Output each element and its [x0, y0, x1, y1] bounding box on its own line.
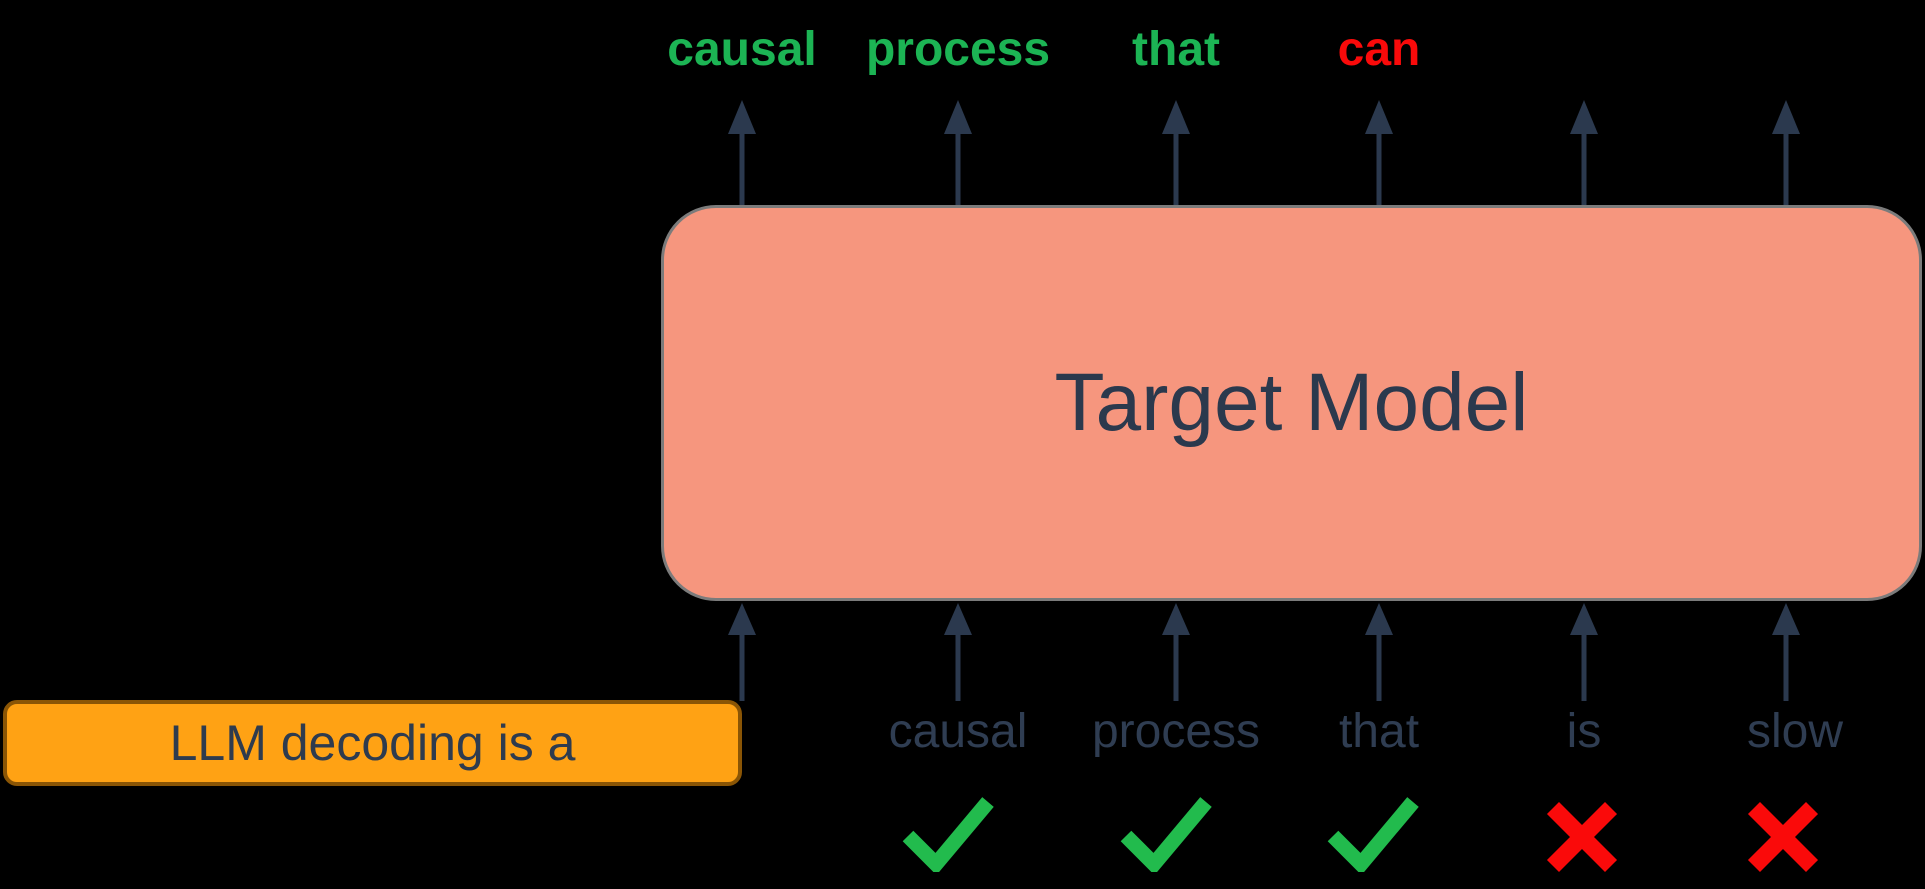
cross-icon	[1745, 798, 1821, 876]
check-icon	[1323, 794, 1423, 872]
up-arrow-icon	[1570, 100, 1598, 206]
up-arrow-icon	[1365, 100, 1393, 206]
up-arrow-icon	[1772, 603, 1800, 701]
cross-icon	[1544, 798, 1620, 876]
check-icon	[898, 794, 998, 872]
draft-token-process: process	[1091, 705, 1261, 758]
output-token-can: can	[1337, 23, 1421, 76]
draft-token-slow: slow	[1746, 705, 1844, 758]
output-token-that: that	[1132, 23, 1220, 76]
up-arrow-icon	[1570, 603, 1598, 701]
target-model-label: Target Model	[1054, 357, 1529, 448]
up-arrow-icon	[1162, 100, 1190, 206]
target-model-box: Target Model	[661, 205, 1922, 601]
draft-token-is: is	[1566, 705, 1602, 758]
up-arrow-icon	[728, 100, 756, 206]
up-arrow-icon	[944, 603, 972, 701]
output-token-process: process	[865, 23, 1051, 76]
check-icon	[1116, 794, 1216, 872]
up-arrow-icon	[944, 100, 972, 206]
draft-token-that: that	[1338, 705, 1420, 758]
prompt-box: LLM decoding is a	[3, 700, 742, 786]
prompt-text: LLM decoding is a	[169, 715, 576, 771]
output-token-causal: causal	[667, 23, 817, 76]
up-arrow-icon	[1162, 603, 1190, 701]
up-arrow-icon	[1772, 100, 1800, 206]
up-arrow-icon	[728, 603, 756, 701]
up-arrow-icon	[1365, 603, 1393, 701]
draft-token-causal: causal	[888, 705, 1028, 758]
